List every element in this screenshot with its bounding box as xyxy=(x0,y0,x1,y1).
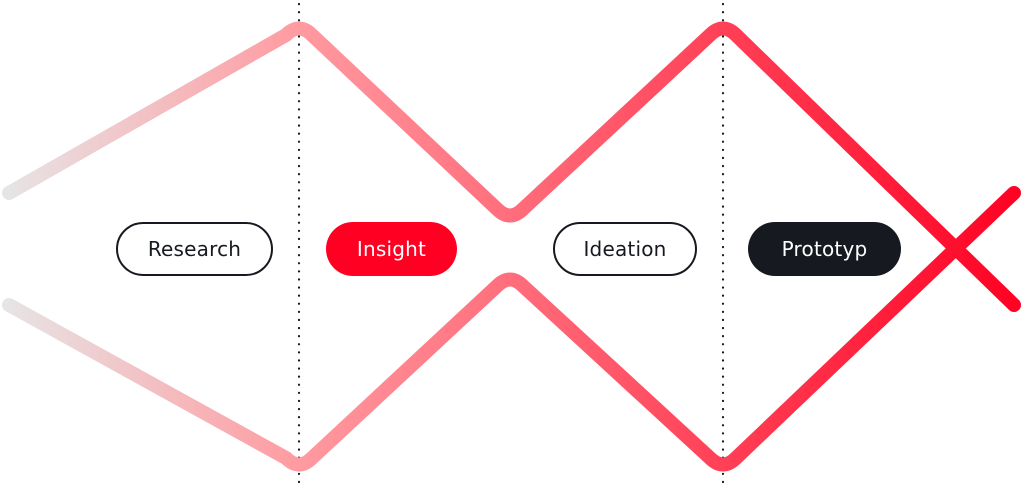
diamond-upper-path xyxy=(2,21,1021,312)
stage-insight: Insight xyxy=(326,222,457,276)
stage-ideation-label: Ideation xyxy=(583,237,667,261)
stage-research-label: Research xyxy=(147,237,242,261)
stage-prototype-label: Prototyp xyxy=(781,237,868,261)
stage-ideation: Ideation xyxy=(553,222,697,276)
diamond-lower-path xyxy=(2,186,1021,472)
stage-research: Research xyxy=(116,222,273,276)
stage-insight-label: Insight xyxy=(356,237,427,261)
stage-prototype: Prototyp xyxy=(748,222,901,276)
